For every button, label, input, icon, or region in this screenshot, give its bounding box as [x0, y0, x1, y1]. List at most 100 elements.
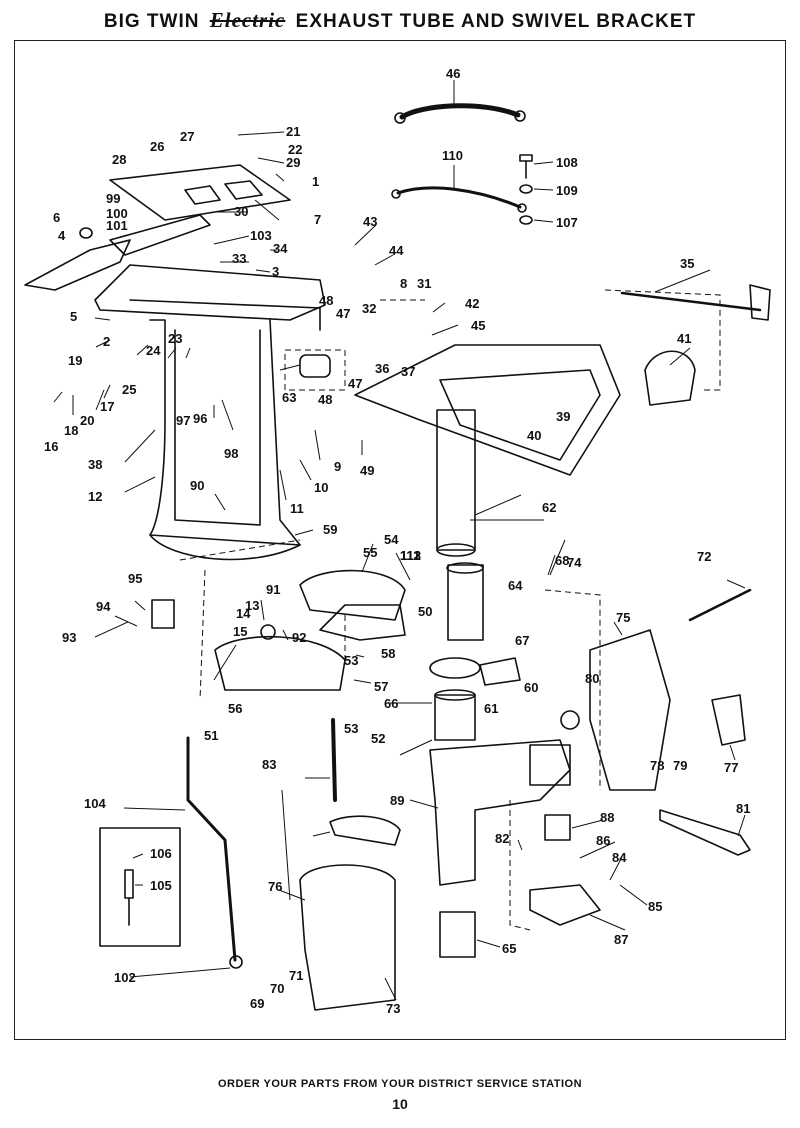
callout-33: 33: [232, 251, 246, 266]
callout-2: 2: [103, 334, 110, 349]
callout-89: 89: [390, 793, 404, 808]
callout-55: 55: [363, 545, 377, 560]
callout-108: 108: [556, 155, 578, 170]
callout-22: 22: [288, 142, 302, 157]
callout-49: 49: [360, 463, 374, 478]
callout-21: 21: [286, 124, 300, 139]
callout-7: 7: [314, 212, 321, 227]
callout-29: 29: [286, 155, 300, 170]
callout-105: 105: [150, 878, 172, 893]
callout-65: 65: [502, 941, 516, 956]
callout-14: 14: [236, 606, 251, 621]
callout-31: 31: [417, 276, 431, 291]
callout-16: 16: [44, 439, 58, 454]
callout-76: 76: [268, 879, 282, 894]
callout-35: 35: [680, 256, 694, 271]
callout-30: 30: [234, 204, 248, 219]
callout-43: 43: [363, 214, 377, 229]
callout-68: 68: [555, 553, 569, 568]
callout-62: 62: [542, 500, 556, 515]
callout-90: 90: [190, 478, 204, 493]
callout-97: 97: [176, 413, 190, 428]
callout-9: 9: [334, 459, 341, 474]
callout-109: 109: [556, 183, 578, 198]
callout-96: 96: [193, 411, 207, 426]
callout-15: 15: [233, 624, 247, 639]
callout-85: 85: [648, 899, 662, 914]
callout-38: 38: [88, 457, 102, 472]
callout-78: 78: [650, 758, 664, 773]
title-prefix: BIG TWIN: [103, 11, 200, 32]
callout-39: 39: [556, 409, 570, 424]
callout-70: 70: [270, 981, 284, 996]
callout-48: 48: [318, 392, 332, 407]
callout-95: 95: [128, 571, 142, 586]
callout-20: 20: [80, 413, 94, 428]
order-notice: ORDER YOUR PARTS FROM YOUR DISTRICT SERV…: [217, 1078, 583, 1090]
callout-84: 84: [612, 850, 627, 865]
callout-86: 86: [596, 833, 610, 848]
callout-56: 56: [228, 701, 242, 716]
callout-10: 10: [314, 480, 328, 495]
callout-107: 107: [556, 215, 578, 230]
transom-clamp-78: [299, 864, 396, 1011]
callout-73: 73: [386, 1001, 400, 1016]
callout-99: 99: [106, 191, 120, 206]
callout-101: 101: [106, 218, 128, 233]
callout-13: 13: [245, 598, 259, 613]
rod-107: [186, 736, 237, 962]
callout-52: 52: [371, 731, 385, 746]
callout-102: 102: [114, 970, 136, 985]
callout-50: 50: [418, 604, 432, 619]
callout-110: 110: [442, 148, 463, 163]
transom-bracket-77: [589, 629, 671, 791]
upper-housing: [94, 264, 326, 321]
callout-67: 67: [515, 633, 529, 648]
page-number: 10: [392, 1096, 408, 1112]
callout-23: 23: [168, 331, 182, 346]
callout-87: 87: [614, 932, 628, 947]
callout-79: 79: [673, 758, 687, 773]
callout-1: 1: [312, 174, 319, 189]
callout-94: 94: [96, 599, 111, 614]
callout-113: 113: [400, 548, 421, 563]
swivel-housing-92: [429, 739, 571, 886]
callout-28: 28: [112, 152, 126, 167]
callout-36: 36: [375, 361, 389, 376]
callout-51: 51: [204, 728, 218, 743]
title-suffix: EXHAUST TUBE AND SWIVEL BRACKET: [295, 11, 697, 32]
callout-57: 57: [374, 679, 388, 694]
clamp-55: [299, 569, 406, 621]
callout-48: 48: [319, 293, 333, 308]
callout-11: 11: [290, 501, 304, 516]
callout-80: 80: [585, 671, 599, 686]
electric-script-title: Electric: [209, 8, 286, 32]
callout-5: 5: [70, 309, 77, 324]
callout-47: 47: [348, 376, 362, 391]
callout-74: 74: [567, 555, 582, 570]
page-title: BIG TWIN Electric EXHAUST TUBE AND SWIVE…: [0, 8, 800, 33]
callout-37: 37: [401, 364, 415, 379]
callout-93: 93: [62, 630, 76, 645]
callout-53: 53: [344, 653, 358, 668]
callout-81: 81: [736, 801, 750, 816]
callout-91: 91: [266, 582, 280, 597]
callout-69: 69: [250, 996, 264, 1011]
callout-8: 8: [400, 276, 407, 291]
callout-103: 103: [250, 228, 272, 243]
swivel-bracket-top: [354, 344, 621, 476]
callout-111: 111: [400, 548, 420, 563]
bar-56: [214, 635, 346, 691]
callout-19: 19: [68, 353, 82, 368]
callout-32: 32: [362, 301, 376, 316]
callout-83: 83: [262, 757, 276, 772]
callout-61: 61: [484, 701, 498, 716]
callout-34: 34: [273, 241, 288, 256]
callout-71: 71: [289, 968, 303, 983]
callout-4: 4: [58, 228, 66, 243]
callout-40: 40: [527, 428, 541, 443]
ground-strap-113: [396, 186, 522, 209]
callout-82: 82: [495, 831, 509, 846]
